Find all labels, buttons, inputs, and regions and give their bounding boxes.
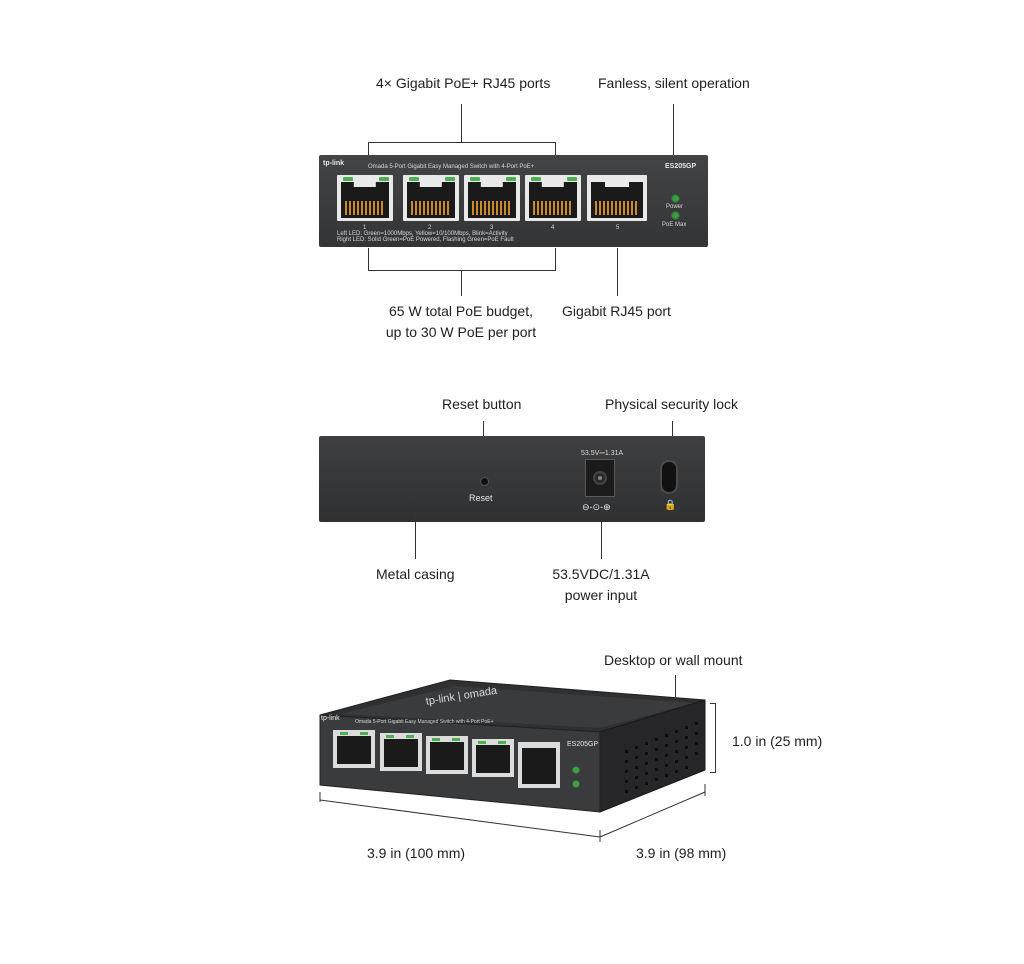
dim-tick bbox=[710, 703, 716, 704]
security-lock-slot[interactable] bbox=[662, 462, 676, 492]
callout-fanless: Fanless, silent operation bbox=[598, 75, 750, 91]
top-panel bbox=[340, 686, 695, 728]
callout-power-input-line2: power input bbox=[564, 587, 638, 603]
dim-depth-label: 3.9 in (98 mm) bbox=[636, 845, 727, 861]
brand-logo: tp-link bbox=[323, 160, 344, 167]
callout-mount: Desktop or wall mount bbox=[604, 652, 743, 668]
led bbox=[567, 177, 577, 181]
rj45-port bbox=[337, 175, 393, 221]
callout-power-input: 53.5VDC/1.31A power input bbox=[550, 564, 652, 606]
callout-poe-budget-line1: 65 W total PoE budget, bbox=[389, 303, 533, 319]
iso-brand-logo: tp-link bbox=[321, 715, 340, 722]
callout-poe-ports: 4× Gigabit PoE+ RJ45 ports bbox=[376, 75, 551, 91]
led bbox=[470, 177, 480, 181]
callout-power-input-line1: 53.5VDC/1.31A bbox=[552, 566, 650, 582]
dc-power-jack[interactable] bbox=[585, 459, 615, 497]
callout-reset-button: Reset button bbox=[442, 396, 522, 412]
iso-model-label: ES205GP bbox=[567, 741, 599, 748]
leader-line bbox=[461, 104, 462, 142]
power-label: Power bbox=[666, 204, 684, 210]
leader-line bbox=[461, 270, 462, 296]
leader-line bbox=[675, 675, 676, 697]
callout-security-lock: Physical security lock bbox=[605, 396, 739, 412]
callout-gigabit-port: Gigabit RJ45 port bbox=[562, 303, 671, 319]
poe-max-led bbox=[671, 211, 680, 220]
led bbox=[506, 177, 516, 181]
dim-tick bbox=[710, 772, 716, 773]
leader-line bbox=[368, 248, 369, 270]
led bbox=[343, 177, 353, 181]
dim-width-label: 3.9 in (100 mm) bbox=[367, 845, 466, 861]
leader-line bbox=[601, 516, 602, 559]
dim-line-height bbox=[715, 703, 716, 773]
led bbox=[531, 177, 541, 181]
port-number: 2 bbox=[428, 225, 432, 231]
product-line-label: Omada 5-Port Gigabit Easy Managed Switch… bbox=[368, 164, 535, 170]
poe-max-label: PoE Max bbox=[662, 222, 687, 228]
led-legend: Left LED: Green=1000Mbps, Yellow=10/100M… bbox=[337, 231, 508, 237]
leader-line bbox=[673, 104, 674, 160]
leader-line bbox=[415, 500, 416, 559]
callout-poe-budget-line2: up to 30 W PoE per port bbox=[385, 324, 537, 340]
port-number: 1 bbox=[363, 225, 367, 231]
vent-grid bbox=[625, 722, 698, 793]
rj45-port bbox=[587, 175, 647, 221]
polarity-symbol: ⊖-⊙-⊕ bbox=[582, 502, 611, 512]
dim-lines-iso bbox=[319, 784, 706, 842]
leader-line bbox=[368, 142, 555, 143]
led bbox=[379, 177, 389, 181]
leader-line bbox=[617, 248, 618, 296]
model-label: ES205GP bbox=[665, 163, 697, 170]
lock-icon: 🔒 bbox=[664, 500, 677, 511]
power-rating-label: 53.5V⎓1.31A bbox=[581, 450, 624, 457]
rj45-port bbox=[525, 175, 581, 221]
leader-line bbox=[368, 270, 556, 271]
rj45-port bbox=[403, 175, 459, 221]
led bbox=[445, 177, 455, 181]
callout-metal-casing: Metal casing bbox=[376, 566, 455, 582]
callout-poe-budget: 65 W total PoE budget, up to 30 W PoE pe… bbox=[380, 301, 542, 343]
reset-label: Reset bbox=[469, 493, 493, 503]
dim-height-label: 1.0 in (25 mm) bbox=[732, 733, 823, 749]
iso-product-label: Omada 5-Port Gigabit Easy Managed Switch… bbox=[355, 719, 494, 725]
port-number: 5 bbox=[616, 225, 620, 231]
port-number: 3 bbox=[490, 225, 494, 231]
switch-iso-body bbox=[319, 679, 706, 813]
power-led bbox=[671, 194, 680, 203]
led bbox=[409, 177, 419, 181]
iso-ports bbox=[333, 730, 580, 788]
rj45-port bbox=[464, 175, 520, 221]
switch-rear-panel: Reset 53.5V⎓1.31A ⊖-⊙-⊕ 🔒 bbox=[319, 436, 705, 522]
led-legend: Right LED: Solid Green=PoE Powered, Flas… bbox=[337, 237, 514, 243]
reset-button[interactable] bbox=[481, 478, 488, 485]
switch-front-panel: tp-link Omada 5-Port Gigabit Easy Manage… bbox=[319, 155, 708, 247]
port-number: 4 bbox=[551, 225, 555, 231]
leader-line bbox=[555, 248, 556, 270]
